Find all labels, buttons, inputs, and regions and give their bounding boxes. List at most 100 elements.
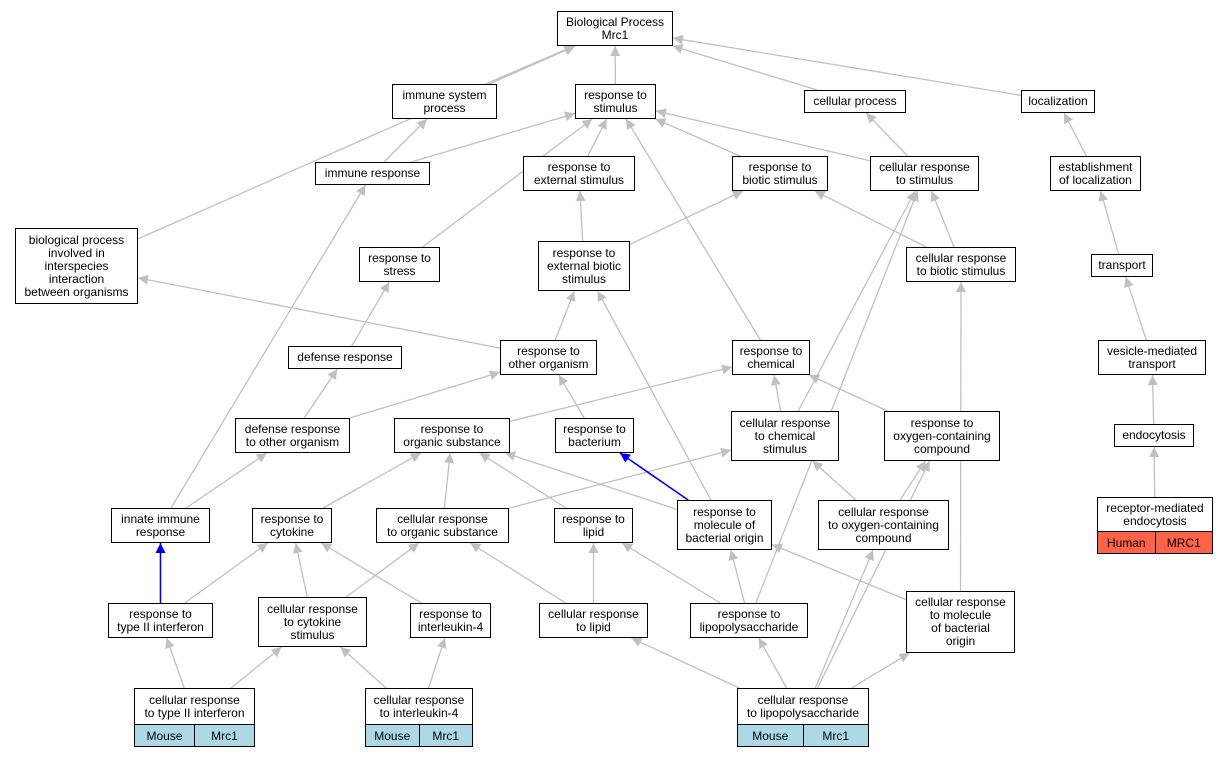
- node-resp-ifng[interactable]: response to type II interferon: [108, 603, 213, 638]
- edge-resp_lps-to-resp_mol_bact: [728, 549, 746, 604]
- edge-cell_resp_oxy-to-cell_resp_chem: [812, 460, 857, 501]
- node-estab-loc[interactable]: establishment of localization: [1050, 156, 1141, 191]
- node-cell-resp-mol-bact[interactable]: cellular response to molecule of bacteri…: [906, 591, 1015, 653]
- node-def-other-org[interactable]: defense response to other organism: [235, 418, 350, 453]
- edge-immune_resp-to-resp_stim: [411, 111, 576, 163]
- edge-cell_resp_org_sub-to-resp_org_sub: [443, 452, 455, 509]
- node-label: response to external stimulus: [533, 159, 625, 187]
- node-label: vesicle-mediated transport: [1106, 343, 1198, 371]
- node-cell-resp-org-sub[interactable]: cellular response to organic substance: [376, 508, 509, 543]
- node-resp-lps[interactable]: response to lipopolysaccharide: [690, 603, 808, 638]
- node-transport[interactable]: transport: [1091, 254, 1153, 277]
- edge-cell_resp_org_sub-to-cell_resp_chem: [508, 447, 732, 509]
- edge-cell_resp_cytokine-to-cell_resp_org_sub: [345, 542, 420, 598]
- node-defense-resp[interactable]: defense response: [288, 346, 402, 369]
- node-label: response to external biotic stimulus: [546, 245, 622, 286]
- edge-resp_mol_bact-to-resp_ext_biotic: [596, 290, 712, 501]
- node-resp-cytokine[interactable]: response to cytokine: [252, 508, 332, 543]
- edge-cell_resp_lps-to-cell_resp_lipid: [631, 637, 740, 689]
- edge-def_other_org-to-defense_resp: [303, 368, 338, 419]
- edge-resp_il4-to-resp_cytokine: [320, 542, 422, 604]
- edge-cell_proc-to-bp: [672, 44, 818, 91]
- edge-vesicle-to-transport: [1124, 276, 1147, 341]
- edge-cell_resp_biotic-to-resp_biotic: [814, 190, 927, 248]
- node-cell-proc[interactable]: cellular process: [804, 90, 906, 113]
- node-label: response to oxygen-containing compound: [893, 415, 991, 456]
- node-resp-org-sub[interactable]: response to organic substance: [394, 418, 510, 453]
- edge-estab_loc-to-localization: [1063, 112, 1087, 157]
- node-label: response to molecule of bacterial origin: [685, 504, 764, 545]
- node-label: Biological Process Mrc1: [565, 14, 665, 42]
- edge-cell_resp_cytokine-to-resp_cytokine: [292, 542, 308, 598]
- edge-resp_mol_bact-to-resp_org_sub: [505, 451, 678, 511]
- node-label: cellular response to interleukin-4: [373, 692, 465, 720]
- node-resp-mol-bact[interactable]: response to molecule of bacterial origin: [677, 500, 772, 550]
- node-bp[interactable]: Biological Process Mrc1: [557, 11, 673, 46]
- edge-resp_cytokine-to-resp_org_sub: [322, 452, 422, 509]
- edge-innate-to-def_other_org: [185, 452, 268, 509]
- node-label: cellular response to chemical stimulus: [739, 415, 831, 456]
- node-label: transport: [1098, 258, 1146, 272]
- node-label: cellular response to type II interferon: [144, 692, 245, 720]
- node-bp-interspecies[interactable]: biological process involved in interspec…: [15, 228, 138, 304]
- node-resp-oxy[interactable]: response to oxygen-containing compound: [884, 411, 1000, 461]
- node-immune-resp[interactable]: immune response: [315, 162, 430, 185]
- node-cell-resp-stim[interactable]: cellular response to stimulus: [870, 156, 979, 191]
- node-label: receptor-mediated endocytosis: [1106, 500, 1204, 528]
- node-endocytosis[interactable]: endocytosis: [1114, 424, 1194, 447]
- edge-resp_stress-to-resp_stim: [422, 118, 593, 248]
- edge-resp_other_org-to-resp_ext_biotic: [554, 290, 576, 341]
- edge-cell_resp_stim-to-resp_stim: [655, 108, 871, 162]
- node-label: response to lipopolysaccharide: [699, 606, 799, 634]
- node-cell-resp-biotic[interactable]: cellular response to biotic stimulus: [906, 247, 1016, 282]
- node-label: cellular response to organic substance: [387, 511, 498, 539]
- edge-bp_interspecies-to-bp: [137, 45, 576, 240]
- edge-cell_resp_lipid-to-cell_resp_org_sub: [469, 542, 567, 604]
- edge-cell_resp_ifng-to-resp_ifng: [165, 637, 185, 689]
- node-label: establishment of localization: [1058, 159, 1133, 187]
- node-resp-stress[interactable]: response to stress: [359, 247, 440, 282]
- edge-resp_ext_biotic-to-resp_ext_stim: [575, 190, 586, 242]
- node-cell-resp-chem[interactable]: cellular response to chemical stimulus: [731, 411, 839, 461]
- node-label: innate immune response: [121, 511, 200, 539]
- node-cell-resp-oxy[interactable]: cellular response to oxygen-containing c…: [818, 500, 949, 550]
- edge-innate-to-immune_resp: [170, 184, 367, 509]
- node-vesicle[interactable]: vesicle-mediated transport: [1098, 340, 1206, 375]
- node-label: response to other organism: [508, 343, 589, 371]
- node-label: response to cytokine: [260, 511, 324, 539]
- edge-cell_resp_lps-to-resp_oxy: [816, 460, 931, 689]
- node-resp-chem[interactable]: response to chemical: [732, 340, 810, 375]
- edge-resp_chem-to-resp_stim: [625, 118, 761, 341]
- edge-cell_resp_stim-to-cell_proc: [865, 112, 909, 157]
- node-resp-bact[interactable]: response to bacterium: [555, 418, 634, 453]
- node-resp-ext-biotic[interactable]: response to external biotic stimulus: [538, 241, 630, 291]
- edge-localization-to-bp: [672, 34, 1022, 97]
- node-resp-biotic[interactable]: response to biotic stimulus: [732, 156, 828, 191]
- node-cell-resp-lipid[interactable]: cellular response to lipid: [539, 603, 648, 638]
- edge-resp_mol_bact-to-resp_bact: [619, 452, 689, 501]
- edge-cell_resp_il4-to-resp_il4: [427, 637, 447, 689]
- node-resp-ext-stim[interactable]: response to external stimulus: [523, 156, 635, 191]
- node-immune-system[interactable]: immune system process: [392, 84, 497, 119]
- species-tag: Human: [1098, 532, 1155, 553]
- node-resp-other-org[interactable]: response to other organism: [500, 340, 597, 375]
- node-label: response to stimulus: [584, 87, 647, 115]
- node-cell-resp-cytokine[interactable]: cellular response to cytokine stimulus: [258, 597, 367, 647]
- node-innate[interactable]: innate immune response: [111, 508, 210, 543]
- node-label: response to interleukin-4: [417, 606, 484, 634]
- node-resp-il4[interactable]: response to interleukin-4: [410, 603, 491, 638]
- node-localization[interactable]: localization: [1021, 90, 1095, 113]
- node-resp-lipid[interactable]: response to lipid: [554, 508, 633, 543]
- edge-resp_ext_biotic-to-resp_biotic: [629, 190, 744, 245]
- node-resp-stim[interactable]: response to stimulus: [575, 84, 656, 119]
- species-tag: Mouse: [738, 725, 803, 746]
- edge-cell_resp_biotic-to-cell_resp_stim: [930, 190, 955, 248]
